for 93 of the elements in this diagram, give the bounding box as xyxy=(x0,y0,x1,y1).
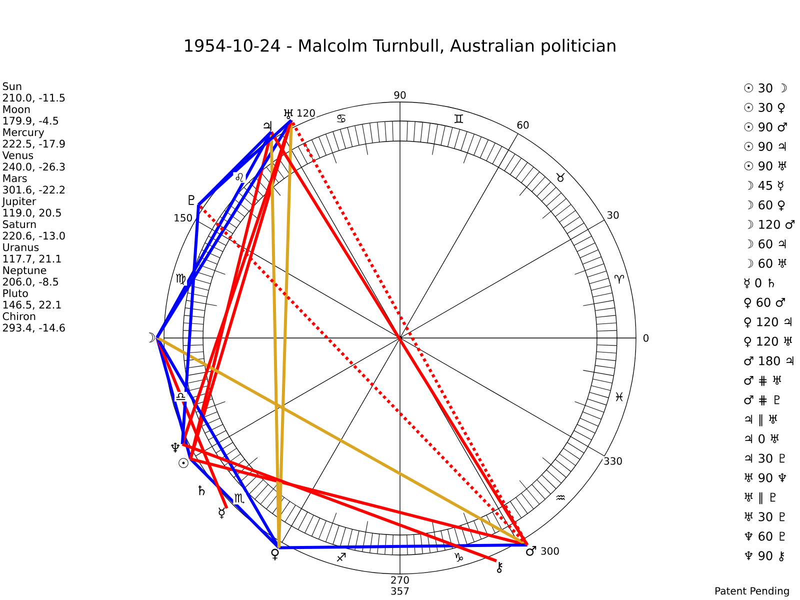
aspect-entry: ♆ 60 ♇ xyxy=(744,532,785,541)
aspect-entry: ☉ 30 ☽ xyxy=(744,83,787,92)
planet-glyph: ☉ xyxy=(178,458,188,468)
zodiac-sign: ♍ xyxy=(174,272,188,286)
aspect-entry: ☉ 30 ♀ xyxy=(744,102,785,114)
planet-name: Jupiter xyxy=(2,197,36,208)
aspect-entry: ♆ 90 ⚷ xyxy=(744,551,784,562)
zodiac-sign: ♏ xyxy=(233,492,246,504)
zodiac-sign: ♌ xyxy=(233,172,246,183)
footer-note: Patent Pending xyxy=(716,586,789,597)
aspect-entry: ♀ 120 ♃ xyxy=(744,317,792,328)
aspect-entry: ♀ 120 ♅ xyxy=(744,336,792,348)
zodiac-sign: ♐ xyxy=(334,552,348,563)
degree-label: 300 xyxy=(540,546,560,556)
aspect-entry: ☽ 60 ♀ xyxy=(748,200,785,211)
aspect-entry: ☽ 120 ♂ xyxy=(748,220,795,229)
planet-name: Chiron xyxy=(2,312,36,320)
position-value: 206.0, -8.5 xyxy=(3,278,58,287)
planet-name: Sun xyxy=(2,82,22,90)
planet-name: Venus xyxy=(2,151,34,160)
zodiac-sign: ♓ xyxy=(612,391,626,402)
zodiac-sign: ♎ xyxy=(174,392,188,402)
planet-name: Neptune xyxy=(3,266,46,276)
aspect-entry: ♃ ∥ ♅ xyxy=(745,414,777,426)
position-value: 301.6, -22.2 xyxy=(3,186,64,195)
aspect-entry: ☽ 45 ☿ xyxy=(748,180,784,191)
planet-glyph: ♅ xyxy=(284,109,293,120)
aspect-line xyxy=(198,204,528,546)
position-value: 179.9, -4.5 xyxy=(3,116,58,126)
aspect-entry: ☽ 60 ♃ xyxy=(748,239,786,248)
zodiac-sign: ♉ xyxy=(554,172,567,183)
planet-glyph: ♇ xyxy=(188,195,194,205)
zodiac-sign: ♈ xyxy=(612,274,626,285)
degree-label: 60 xyxy=(516,120,530,130)
chart-title: 1954-10-24 - Malcolm Turnbull, Australian politician xyxy=(185,38,616,56)
aspect-line xyxy=(156,336,280,548)
planet-glyph: ♄ xyxy=(194,484,209,496)
planet-glyph: ♆ xyxy=(171,442,180,452)
position-value: 146.5, 22.1 xyxy=(3,300,61,310)
aspect-entry: ♅ 30 ♇ xyxy=(744,512,785,522)
aspect-line xyxy=(182,442,498,562)
aspect-entry: ☉ 90 ♂ xyxy=(744,122,787,132)
aspect-entry: ☿ 0 ♄ xyxy=(744,278,774,288)
planet-name: Moon xyxy=(3,105,30,114)
degree-label: 120 xyxy=(296,108,316,118)
aspect-line xyxy=(180,204,200,444)
zodiac-sign: ♋ xyxy=(334,114,348,124)
position-value: 220.6, -13.0 xyxy=(3,232,65,241)
aspect-entry: ♃ 30 ♇ xyxy=(745,454,785,463)
planet-glyph: ♃ xyxy=(264,121,272,131)
aspect-entry: ♀ 60 ♂ xyxy=(744,298,785,308)
position-value: 210.0, -11.5 xyxy=(3,94,65,103)
aspect-entry: ♅ ∥ ♇ xyxy=(744,492,776,504)
aspect-entry: ♂ ⋕ ♅ xyxy=(744,376,781,386)
position-value: 222.5, -17.9 xyxy=(3,140,65,149)
planet-glyph: ☽ xyxy=(148,332,155,342)
position-value: 293.4, -14.6 xyxy=(3,324,65,333)
aspect-entry: ☉ 90 ♅ xyxy=(744,161,786,170)
aspect-entry: ☉ 90 ♃ xyxy=(744,142,786,151)
aspect-line xyxy=(198,119,292,206)
planet-glyph: ☿ xyxy=(218,508,225,519)
aspect-line xyxy=(189,458,280,549)
aspect-line xyxy=(156,337,228,509)
planet-name: Mars xyxy=(3,174,27,182)
planet-name: Pluto xyxy=(3,289,28,298)
zodiac-sign: ♊ xyxy=(452,113,466,124)
position-value: 240.0, -26.3 xyxy=(3,162,65,172)
degree-label: 357 xyxy=(391,587,409,595)
aspect-entry: ♅ 90 ♆ xyxy=(744,473,786,482)
aspect-line xyxy=(278,543,528,550)
position-value: 117.7, 21.1 xyxy=(3,254,61,264)
aspect-line xyxy=(270,132,280,548)
aspect-entry: ♃ 0 ♅ xyxy=(745,434,779,444)
zodiac-sign: ♒ xyxy=(554,494,567,503)
aspect-entry: ♂ 180 ♃ xyxy=(744,356,794,366)
aspect-line xyxy=(156,337,192,460)
planet-name: Saturn xyxy=(2,220,36,228)
aspect-entry: ☽ 60 ♅ xyxy=(748,258,786,268)
degree-label: 90 xyxy=(392,90,408,100)
planet-glyph: ⚷ xyxy=(497,562,502,573)
planet-name: Mercury xyxy=(3,128,44,138)
degree-label: 30 xyxy=(606,210,620,220)
position-value: 119.0, 20.5 xyxy=(3,208,61,218)
planet-name: Uranus xyxy=(3,243,39,252)
degree-label: 0 xyxy=(642,333,650,343)
degree-label: 330 xyxy=(602,456,624,466)
planet-glyph: ♂ xyxy=(526,546,536,556)
degree-label: 270 xyxy=(390,575,410,585)
planet-glyph: ♀ xyxy=(271,548,279,560)
zodiac-sign: ♑ xyxy=(452,552,466,563)
degree-label: 150 xyxy=(172,213,194,222)
aspect-line xyxy=(277,120,293,548)
aspect-entry: ♂ ⋕ ♇ xyxy=(744,395,780,406)
